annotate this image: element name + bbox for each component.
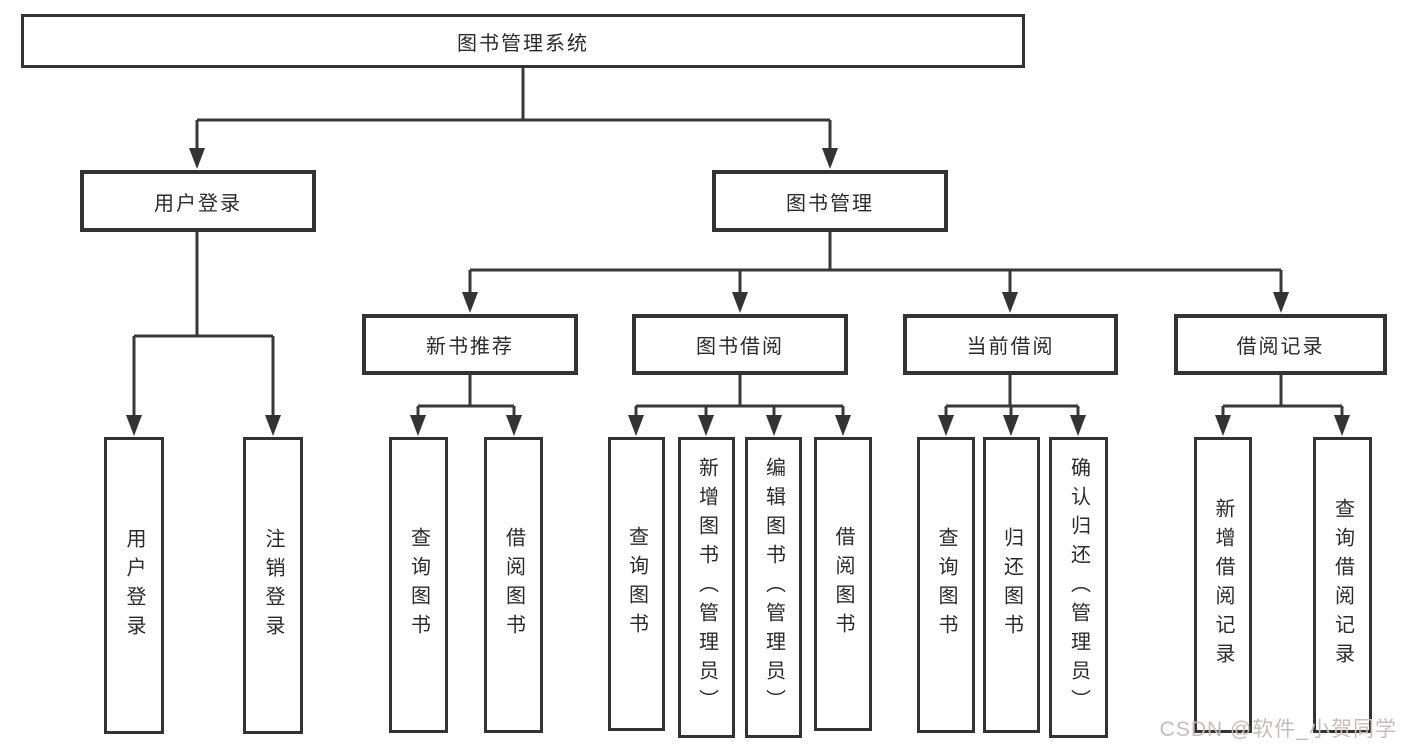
leaf-borrow-query-book: 查询图书 xyxy=(608,437,665,731)
node-label: 借阅图书 xyxy=(502,527,525,643)
node-label: 图书管理 xyxy=(786,192,874,215)
arrowhead-icon xyxy=(628,415,644,436)
node-label: 用户登录 xyxy=(123,527,145,644)
arrowhead-icon xyxy=(126,415,142,436)
leaf-user-login: 用户登录 xyxy=(104,437,164,734)
node-book-management-group: 图书管理 xyxy=(712,170,948,232)
node-label: 查询图书 xyxy=(407,527,430,643)
arrowhead-icon xyxy=(835,415,851,436)
node-label: 借阅图书 xyxy=(832,526,854,642)
leaf-records-query-record: 查询借阅记录 xyxy=(1313,437,1372,733)
arrowhead-icon xyxy=(766,415,782,436)
node-book-borrow: 图书借阅 xyxy=(632,314,848,375)
node-label: 新书推荐 xyxy=(426,336,514,358)
node-label: 借阅记录 xyxy=(1236,336,1325,358)
node-new-book-recommend: 新书推荐 xyxy=(362,314,578,375)
arrowhead-icon xyxy=(938,415,954,436)
node-label: 注销登录 xyxy=(262,527,284,644)
node-label: 新增借阅记录 xyxy=(1212,498,1234,672)
node-label: 当前借阅 xyxy=(966,336,1055,358)
arrowhead-icon xyxy=(462,292,478,313)
node-label: 新增图书（管理员） xyxy=(695,457,718,718)
csdn-watermark: CSDN @软件_小贺同学 xyxy=(1159,718,1397,741)
node-label: 确认归还（管理员） xyxy=(1067,457,1090,718)
node-label: 编辑图书（管理员） xyxy=(762,457,785,718)
node-label: 查询图书 xyxy=(935,527,957,643)
arrowhead-icon xyxy=(410,415,426,436)
arrowhead-icon xyxy=(265,415,281,436)
leaf-recommend-borrow-book: 借阅图书 xyxy=(484,437,543,733)
node-current-borrow: 当前借阅 xyxy=(903,314,1118,375)
leaf-current-return-book: 归还图书 xyxy=(983,437,1040,733)
leaf-logout: 注销登录 xyxy=(243,437,303,734)
arrowhead-icon xyxy=(698,415,714,436)
arrowhead-icon xyxy=(189,148,205,169)
node-user-login-group: 用户登录 xyxy=(80,170,316,232)
arrowhead-icon xyxy=(1334,415,1350,436)
leaf-borrow-edit-book-admin: 编辑图书（管理员） xyxy=(745,437,802,738)
arrowhead-icon xyxy=(1273,292,1289,313)
arrowhead-icon xyxy=(1070,415,1086,436)
node-label: 查询图书 xyxy=(625,526,648,642)
leaf-current-confirm-return-admin: 确认归还（管理员） xyxy=(1049,437,1108,738)
arrowhead-icon xyxy=(506,415,522,436)
node-label: 归还图书 xyxy=(1000,527,1023,643)
node-root-system: 图书管理系统 xyxy=(21,14,1025,68)
leaf-borrow-add-book-admin: 新增图书（管理员） xyxy=(678,437,735,738)
node-label: 图书借阅 xyxy=(696,336,784,358)
arrowhead-icon xyxy=(1215,415,1231,436)
leaf-current-query-book: 查询图书 xyxy=(917,437,975,733)
node-label: 图书管理系统 xyxy=(457,32,589,55)
node-label: 用户登录 xyxy=(154,192,242,215)
arrowhead-icon xyxy=(732,292,748,313)
arrowhead-icon xyxy=(822,148,838,169)
arrowhead-icon xyxy=(1003,415,1019,436)
node-borrow-records: 借阅记录 xyxy=(1174,314,1387,375)
leaf-records-add-record: 新增借阅记录 xyxy=(1194,437,1252,733)
leaf-recommend-query-book: 查询图书 xyxy=(389,437,448,733)
arrowhead-icon xyxy=(1002,292,1018,313)
leaf-borrow-borrow-book: 借阅图书 xyxy=(814,437,872,731)
node-label: 查询借阅记录 xyxy=(1331,498,1354,672)
